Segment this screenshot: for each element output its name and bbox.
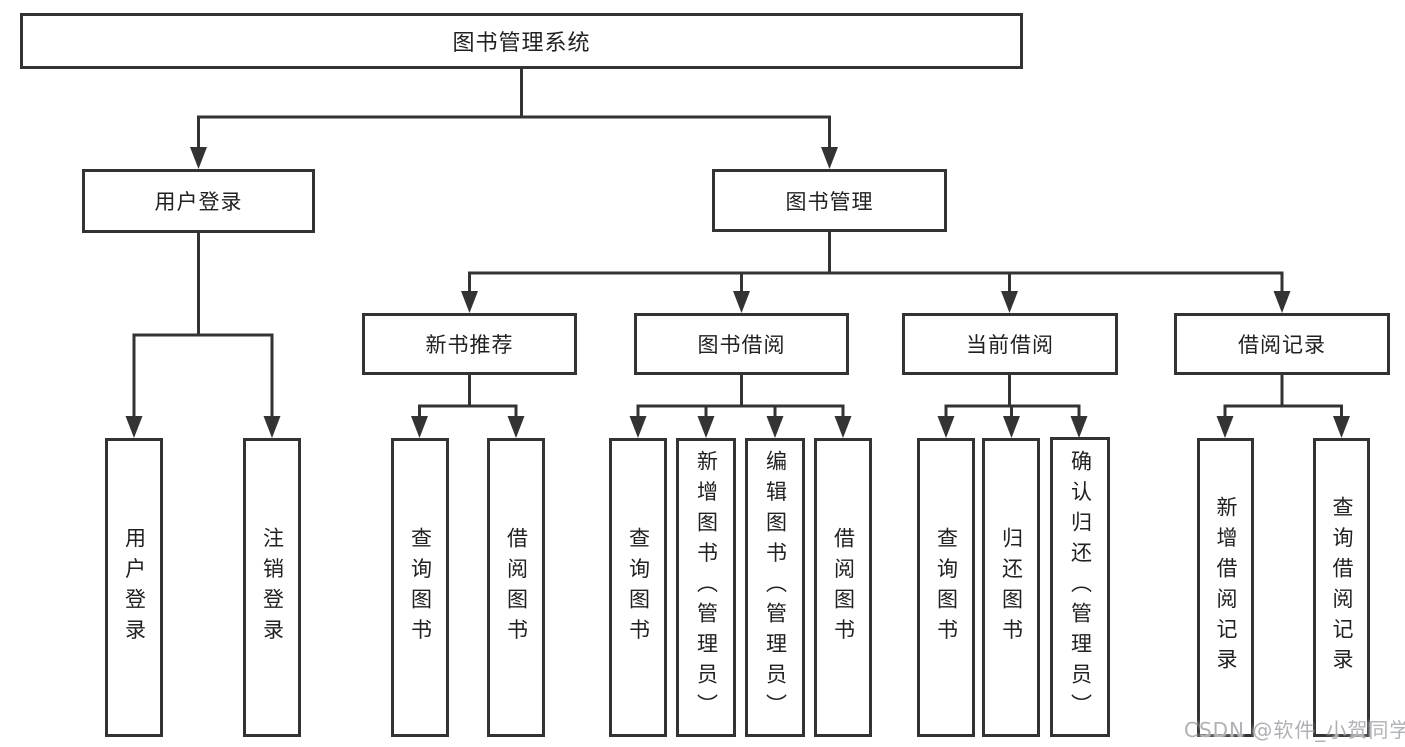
leaf-add-borrow-record: 新增借阅记录 bbox=[1197, 438, 1254, 737]
connector-root bbox=[190, 69, 838, 169]
node-new-book-recommend: 新书推荐 bbox=[362, 313, 577, 375]
leaf-logout: 注销登录 bbox=[243, 438, 301, 737]
node-label: 新书推荐 bbox=[425, 333, 514, 357]
leaf-query-books-borrow: 查询图书 bbox=[609, 438, 667, 737]
node-library-management-system: 图书管理系统 bbox=[20, 13, 1023, 69]
connector-user-login bbox=[125, 233, 281, 438]
node-label: 归还图书 bbox=[999, 526, 1024, 649]
node-label: 查询借阅记录 bbox=[1330, 496, 1354, 679]
leaf-return-book: 归还图书 bbox=[982, 438, 1040, 737]
node-label: 查询图书 bbox=[934, 526, 959, 649]
node-label: 用户登录 bbox=[154, 190, 243, 214]
leaf-query-books-current: 查询图书 bbox=[917, 438, 975, 737]
node-book-borrow: 图书借阅 bbox=[634, 313, 849, 375]
connector-new-book-recommend bbox=[411, 375, 525, 438]
connector-book-management bbox=[461, 232, 1291, 313]
node-label: 确认归还（管理员） bbox=[1068, 449, 1093, 725]
leaf-borrow-books-recommend: 借阅图书 bbox=[487, 438, 545, 737]
node-book-management: 图书管理 bbox=[712, 169, 947, 232]
node-label: 图书管理 bbox=[785, 189, 874, 214]
connector-current-borrow bbox=[937, 375, 1088, 438]
node-label: 注销登录 bbox=[260, 526, 285, 649]
node-label: 借阅图书 bbox=[831, 526, 856, 649]
connector-book-borrow bbox=[629, 375, 852, 438]
node-label: 新增图书（管理员） bbox=[694, 450, 719, 725]
node-label: 用户登录 bbox=[122, 526, 147, 649]
node-current-borrow: 当前借阅 bbox=[902, 313, 1118, 375]
node-label: 当前借阅 bbox=[966, 333, 1054, 357]
leaf-query-borrow-record: 查询借阅记录 bbox=[1313, 438, 1370, 737]
node-label: 编辑图书（管理员） bbox=[763, 450, 788, 725]
leaf-borrow-books: 借阅图书 bbox=[814, 438, 872, 737]
csdn-watermark: CSDN @软件_小贺同学 bbox=[1184, 718, 1405, 742]
leaf-edit-book-admin: 编辑图书（管理员） bbox=[745, 438, 805, 737]
node-label: 查询图书 bbox=[408, 526, 433, 649]
node-borrow-records: 借阅记录 bbox=[1174, 313, 1390, 375]
node-label: 借阅图书 bbox=[504, 526, 529, 649]
leaf-add-book-admin: 新增图书（管理员） bbox=[676, 438, 736, 737]
node-label: 借阅记录 bbox=[1238, 333, 1326, 357]
leaf-query-books-recommend: 查询图书 bbox=[391, 438, 449, 737]
leaf-user-login: 用户登录 bbox=[105, 438, 163, 737]
node-label: 图书借阅 bbox=[697, 333, 786, 357]
node-label: 图书管理系统 bbox=[452, 31, 591, 56]
node-label: 查询图书 bbox=[626, 526, 651, 649]
connector-borrow-records bbox=[1216, 375, 1350, 438]
leaf-confirm-return-admin: 确认归还（管理员） bbox=[1050, 437, 1110, 737]
node-label: 新增借阅记录 bbox=[1214, 496, 1238, 679]
node-user-login: 用户登录 bbox=[82, 169, 315, 233]
